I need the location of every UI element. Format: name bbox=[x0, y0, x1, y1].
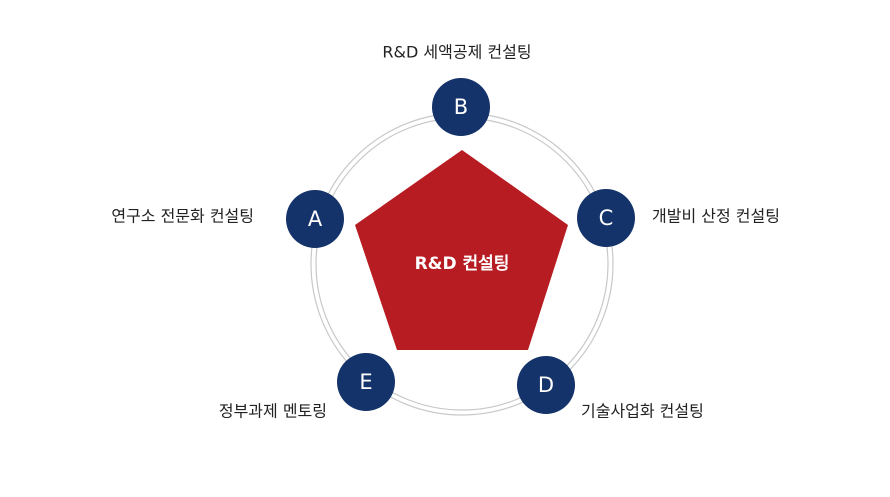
node-a-letter: A bbox=[308, 207, 323, 231]
node-d-caption: 기술사업화 컨설팅 bbox=[581, 402, 704, 421]
node-d: D bbox=[517, 356, 575, 414]
node-e: E bbox=[337, 353, 395, 411]
node-a-circle bbox=[286, 190, 344, 248]
center-label: R&D 컨설팅 bbox=[415, 254, 510, 274]
center-pentagon bbox=[355, 150, 568, 350]
node-b: B bbox=[432, 78, 490, 136]
node-b-letter: B bbox=[454, 95, 468, 119]
node-d-circle bbox=[517, 356, 575, 414]
node-a: A bbox=[286, 190, 344, 248]
node-b-circle bbox=[432, 78, 490, 136]
node-e-circle bbox=[337, 353, 395, 411]
node-c: C bbox=[577, 189, 635, 247]
node-c-circle bbox=[577, 189, 635, 247]
node-a-caption: 연구소 전문화 컨설팅 bbox=[111, 207, 254, 226]
node-e-caption: 정부과제 멘토링 bbox=[219, 402, 327, 421]
node-b-caption: R&D 세액공제 컨설팅 bbox=[382, 43, 531, 62]
node-e-letter: E bbox=[359, 370, 372, 394]
node-d-letter: D bbox=[538, 373, 554, 397]
node-c-caption: 개발비 산정 컨설팅 bbox=[652, 207, 780, 226]
node-c-letter: C bbox=[599, 206, 614, 230]
